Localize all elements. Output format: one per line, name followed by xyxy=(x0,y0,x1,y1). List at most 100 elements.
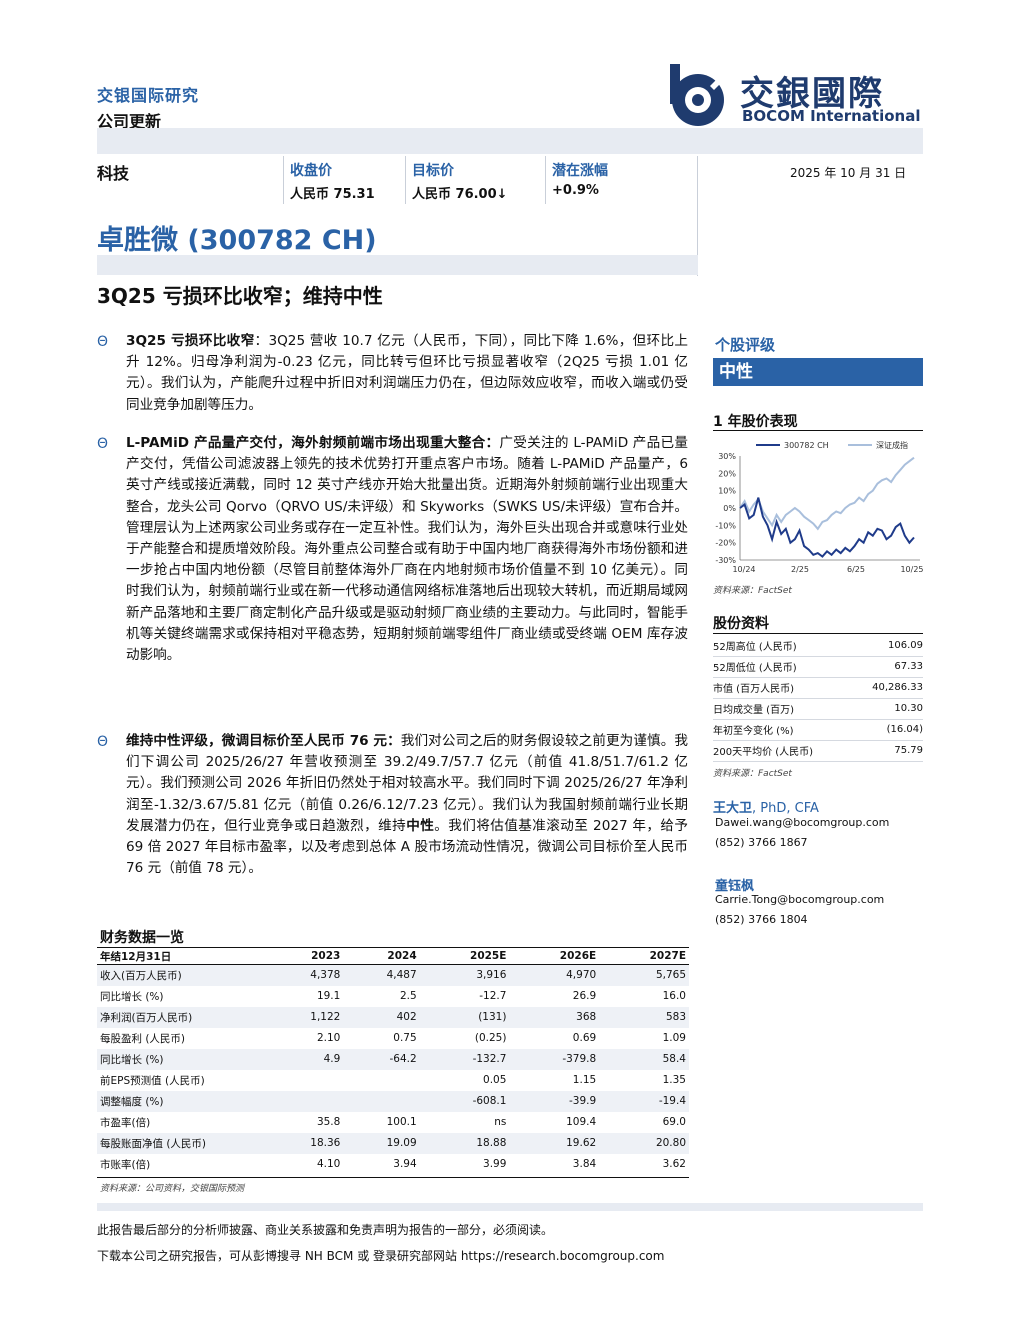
table-cell: 1,122 xyxy=(267,1006,344,1028)
stock-name: 卓胜微 (300782 CH) xyxy=(97,225,377,256)
table-cell: 109.4 xyxy=(566,1116,597,1128)
table-cell: ns xyxy=(494,1116,507,1128)
table-cell: 4,378 xyxy=(267,964,344,986)
report-date: 2025 年 10 月 31 日 xyxy=(790,166,907,180)
upside-value: +0.9% xyxy=(552,183,599,198)
report-headline: 3Q25 亏损环比收窄；维持中性 xyxy=(97,284,383,308)
logo-chinese: 交銀國際 xyxy=(740,74,884,114)
row-label: 每股账面净值 (人民币) xyxy=(97,1132,267,1154)
table-cell: -19.4 xyxy=(599,1090,689,1112)
table-cell: 18.88 xyxy=(419,1132,510,1154)
bullet-paragraph-3: 维持中性评级，微调目标价至人民币 76 元：我们对公司之后的财务假设较之前更为谨… xyxy=(126,731,688,879)
analyst-email[interactable]: Carrie.Tong@bocomgroup.com xyxy=(715,893,885,906)
sector-label: 科技 xyxy=(97,164,130,183)
table-cell: 1.15 xyxy=(572,1074,597,1086)
legend-label: 300782 CH xyxy=(784,441,829,450)
table-cell: (0.25) xyxy=(474,1032,507,1044)
logo-english: BOCOM International xyxy=(742,107,921,125)
table-row: 52周低位 (人民币)67.33 xyxy=(713,656,923,678)
row-label: 市盈率(倍) xyxy=(100,1116,151,1129)
divider xyxy=(97,1177,689,1178)
table-cell: 4.10 xyxy=(316,1158,341,1170)
title-band xyxy=(97,255,698,275)
column-header: 2027E xyxy=(599,947,689,965)
x-tick-label: 2/25 xyxy=(791,565,809,574)
column-header: 2023 xyxy=(267,947,344,965)
stats-title: 股份资料 xyxy=(713,616,769,632)
analyst-email[interactable]: Dawei.wang@bocomgroup.com xyxy=(715,816,890,829)
table-cell: 368 xyxy=(509,1006,600,1028)
row-label: 每股盈利 (人民币) xyxy=(100,1032,186,1045)
rating-inline: 中性 xyxy=(406,817,435,834)
footer-band xyxy=(97,1203,923,1211)
close-price-value: 人民币 75.31 xyxy=(290,187,375,202)
divider xyxy=(283,156,284,204)
analyst-name: 王大卫 xyxy=(713,801,753,816)
table-row: 市值 (百万人民币)40,286.33 xyxy=(713,677,923,699)
table-cell: 20.80 xyxy=(599,1132,689,1154)
table-cell xyxy=(267,1090,344,1112)
stats-source: 资料来源：FactSet xyxy=(713,769,792,779)
table-cell xyxy=(267,1070,343,1091)
table-row: 日均成交量 (百万)10.30 xyxy=(713,698,923,720)
brand-name: 交银国际研究 xyxy=(97,86,200,105)
bocom-logo-icon xyxy=(670,64,728,126)
series-line-深证成指 xyxy=(739,456,915,531)
table-cell: -12.7 xyxy=(479,990,507,1002)
document-type: 公司更新 xyxy=(97,112,162,131)
table-header-row: 年结12月31日 2023 2024 2025E 2026E 2027E xyxy=(97,947,689,965)
column-header: 年结12月31日 xyxy=(97,947,267,965)
table-row: 200天平均价 (人民币)75.79 xyxy=(713,740,923,762)
bullet-icon: Θ xyxy=(97,334,109,350)
x-tick-label: 6/25 xyxy=(847,565,865,574)
analyst-phone: (852) 3766 1867 xyxy=(715,836,808,849)
bullet-body: ：3Q25 营收 10.7 亿元（人民币，下同），同比下降 1.6%，但环比上升… xyxy=(126,333,688,413)
table-cell: 18.36 xyxy=(267,1132,344,1154)
y-tick-label: -10% xyxy=(715,521,736,530)
bullet-icon: Θ xyxy=(97,734,109,750)
column-header: 2024 xyxy=(343,947,420,965)
x-tick-label: 10/24 xyxy=(732,565,755,574)
divider xyxy=(713,430,923,431)
bullet-title: 维持中性评级，微调目标价至人民币 76 元： xyxy=(126,733,401,749)
divider xyxy=(697,156,698,276)
table-cell: -39.9 xyxy=(509,1090,600,1112)
row-label: 前EPS预测值 (人民币) xyxy=(100,1074,205,1087)
analyst-title: , PhD, CFA xyxy=(752,801,819,816)
header-band xyxy=(97,128,923,154)
y-tick-label: 20% xyxy=(718,469,736,478)
row-label: 同比增长 (%) xyxy=(100,990,164,1003)
row-label: 市账率(倍) xyxy=(100,1158,151,1171)
stat-label: 200天平均价 (人民币) xyxy=(713,740,853,762)
bullet-icon: Θ xyxy=(97,436,109,452)
row-label: 调整幅度 (%) xyxy=(97,1090,267,1112)
bullet-body: 广受关注的 L-PAMiD 产品已量产交付，凭借公司滤波器上领先的技术优势打开重… xyxy=(126,435,688,664)
table-cell: 69.0 xyxy=(662,1116,686,1128)
table-cell: 16.0 xyxy=(662,990,686,1002)
table-cell: 58.4 xyxy=(599,1048,689,1070)
stat-label: 52周低位 (人民币) xyxy=(713,656,853,678)
series-line-300782-CH xyxy=(739,497,915,558)
table-cell: 0.75 xyxy=(393,1032,417,1044)
stat-value: 75.79 xyxy=(852,740,923,762)
table-cell: -64.2 xyxy=(343,1048,420,1070)
analyst-1: 王大卫, PhD, CFA xyxy=(713,797,819,816)
table-cell xyxy=(343,1090,420,1112)
analyst-name: 童钰枫 xyxy=(715,879,755,894)
y-tick-label: 30% xyxy=(718,452,736,461)
table-cell: 19.1 xyxy=(316,990,341,1002)
table-cell: 1.35 xyxy=(662,1074,686,1086)
row-label: 净利润(百万人民币) xyxy=(97,1006,267,1028)
financial-summary-table: 年结12月31日 2023 2024 2025E 2026E 2027E 收入(… xyxy=(97,947,689,1175)
analyst-phone: (852) 3766 1804 xyxy=(715,913,808,926)
table-cell: 3.99 xyxy=(483,1158,507,1170)
x-tick-label: 10/25 xyxy=(900,565,923,574)
table-cell: 2.5 xyxy=(399,990,417,1002)
upside-label: 潜在涨幅 xyxy=(552,163,608,179)
stat-label: 市值 (百万人民币) xyxy=(713,677,853,699)
